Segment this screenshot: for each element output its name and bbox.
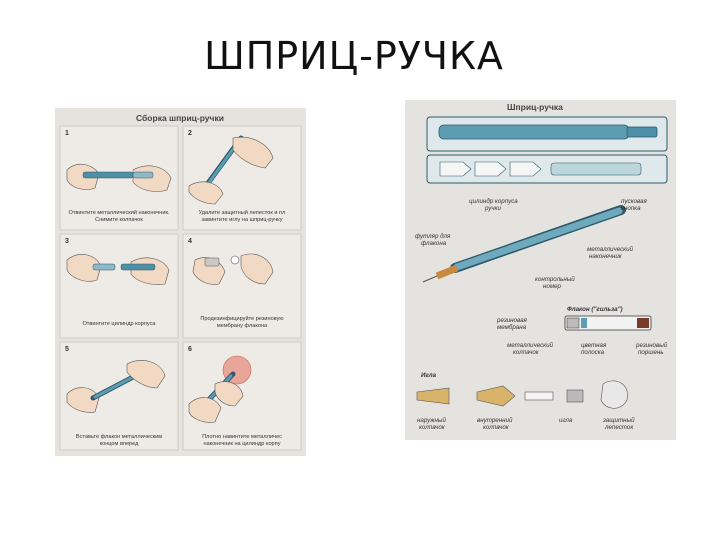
anatomy-heading: Шприц-ручка [507, 102, 563, 112]
trigger-label: пусковая кнопка [621, 198, 649, 212]
step-1-frame: 1 Отвинтите металлический наконечник. Сн… [60, 126, 178, 230]
vial-case-label: футляр для флакона [415, 233, 452, 247]
vial-icon [205, 258, 219, 266]
barrel-label-line1: цилиндр корпуса [469, 198, 518, 205]
pen-case-icon [427, 117, 667, 183]
pen-cap-icon [133, 172, 153, 178]
step-2-caption-line1: Удалите защитный лепесток и пл [199, 209, 286, 216]
needle-icon [567, 390, 583, 402]
rubber-piston-label: резиновый поршень [635, 342, 669, 356]
step-6-caption-line2: наконечник на цилиндр корпу [203, 441, 280, 447]
slide-title: ШПРИЦ-РУЧКА [0, 34, 714, 78]
needle-label: игла [559, 417, 573, 424]
protective-petal-label: защитный лепесток [602, 417, 636, 431]
step-1-caption-line2: Снимите колпачок [95, 217, 143, 223]
step-3-caption: Отвинтите цилиндр корпуса [82, 321, 156, 327]
step-6-caption-line1: Плотно навинтите металличес [202, 434, 282, 440]
anatomy-figure: Шприц-ручка цилиндр корпуса ручки [405, 100, 676, 440]
step-2-number: 2 [188, 130, 192, 137]
inner-cap-label: внутренний колпачок [477, 417, 514, 431]
step-5-number: 5 [65, 346, 69, 353]
step-2-caption-line2: завинтите иглу на шприц-ручку [201, 217, 282, 223]
protective-petal-icon [601, 381, 628, 408]
control-number-label: контрольный номер [535, 276, 576, 290]
needle-title: Игла [421, 372, 437, 379]
assembly-illustration: Сборка шприц-ручки 1 Отвинтите металличе… [55, 108, 306, 456]
step-3-number: 3 [65, 238, 69, 245]
barrel-label-line2: ручки [484, 205, 501, 212]
outer-cap-icon [417, 388, 449, 404]
rubber-membrane-label: резиновая мембрана [496, 317, 529, 331]
assembly-figure: Сборка шприц-ручки 1 Отвинтите металличе… [55, 108, 306, 456]
needle-shaft-icon [525, 392, 553, 400]
step-1-caption-line1: Отвинтите металлический наконечник. [68, 209, 169, 216]
metal-cap-label: металлический колпачок [507, 342, 555, 356]
needle-labels: наружный колпачок внутренний колпачок иг… [417, 417, 636, 431]
step-4-number: 4 [188, 238, 192, 245]
step-6-number: 6 [188, 346, 192, 353]
anatomy-illustration: Шприц-ручка цилиндр корпуса ручки [405, 100, 676, 440]
step-5-frame: 5 Вставьте флакон металлическим концом в… [60, 342, 178, 450]
color-strip-label: цветная полоска [581, 342, 608, 356]
pen-barrel-icon [83, 172, 133, 178]
step-5-caption-line1: Вставьте флакон металлическим [76, 434, 162, 440]
step-3-frame: 3 Отвинтите цилиндр корпуса [60, 234, 178, 338]
swab-icon [231, 256, 239, 264]
step-4-caption-line2: мембрану флакона [217, 323, 268, 329]
step-6-frame: 6 Плотно навинтите металличес наконечник… [183, 342, 301, 450]
inner-cap-icon [477, 386, 515, 406]
step-4-caption-line1: Продезинфицируйте резиновую [200, 315, 283, 322]
assembly-heading: Сборка шприц-ручки [136, 113, 224, 123]
barrel-label: цилиндр корпуса ручки [469, 198, 519, 212]
step-2-frame: 2 Удалите защитный лепесток и пл завинти… [183, 126, 301, 230]
metal-tip-label: металлический наконечник [587, 246, 635, 260]
vial-icon [565, 316, 651, 330]
cylinder-icon [93, 264, 115, 270]
outer-cap-label: наружный колпачок [417, 417, 448, 431]
pen-body-icon [121, 264, 155, 270]
needle-parts-icon [417, 381, 628, 408]
vial-title: Флакон ("гильза") [567, 306, 623, 313]
step-4-frame: 4 Продезинфицируйте резиновую мембрану ф… [183, 234, 301, 338]
step-5-caption-line2: концом вперед [100, 441, 140, 447]
step-1-number: 1 [65, 130, 69, 137]
